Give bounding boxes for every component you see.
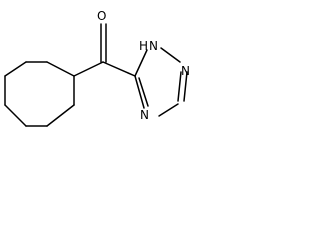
bond-n2-c3-a [183,71,188,102]
n1h-hydrogen-label: H [139,39,148,53]
n1h-nitrogen-label: N [149,39,158,53]
bond-c5-n1h [134,49,148,77]
bond-c3-n4 [158,103,179,117]
bond-n4-c5-a [134,75,145,109]
bond-cy-5 [46,104,75,127]
bond-cy-1 [4,61,27,77]
bond-n4-c5-b [138,77,149,107]
bond-ring-to-carbonyl [73,61,104,77]
bond-cy-3 [46,61,75,77]
bond-carbonyl-to-triazole [102,61,136,77]
bond-n2-c3-b [177,71,182,102]
n4-nitrogen-label: N [140,108,149,122]
carbonyl-group: O [73,9,136,77]
carbonyl-oxygen-label: O [97,9,106,23]
n2-nitrogen-label: N [181,64,190,78]
cyclohexane-ring [4,61,75,127]
bond-n1h-n2 [160,47,181,63]
bond-cy-7 [4,104,27,127]
triazole-ring: N H N N [134,39,190,122]
molecule-structure: O N H N N [4,9,190,127]
